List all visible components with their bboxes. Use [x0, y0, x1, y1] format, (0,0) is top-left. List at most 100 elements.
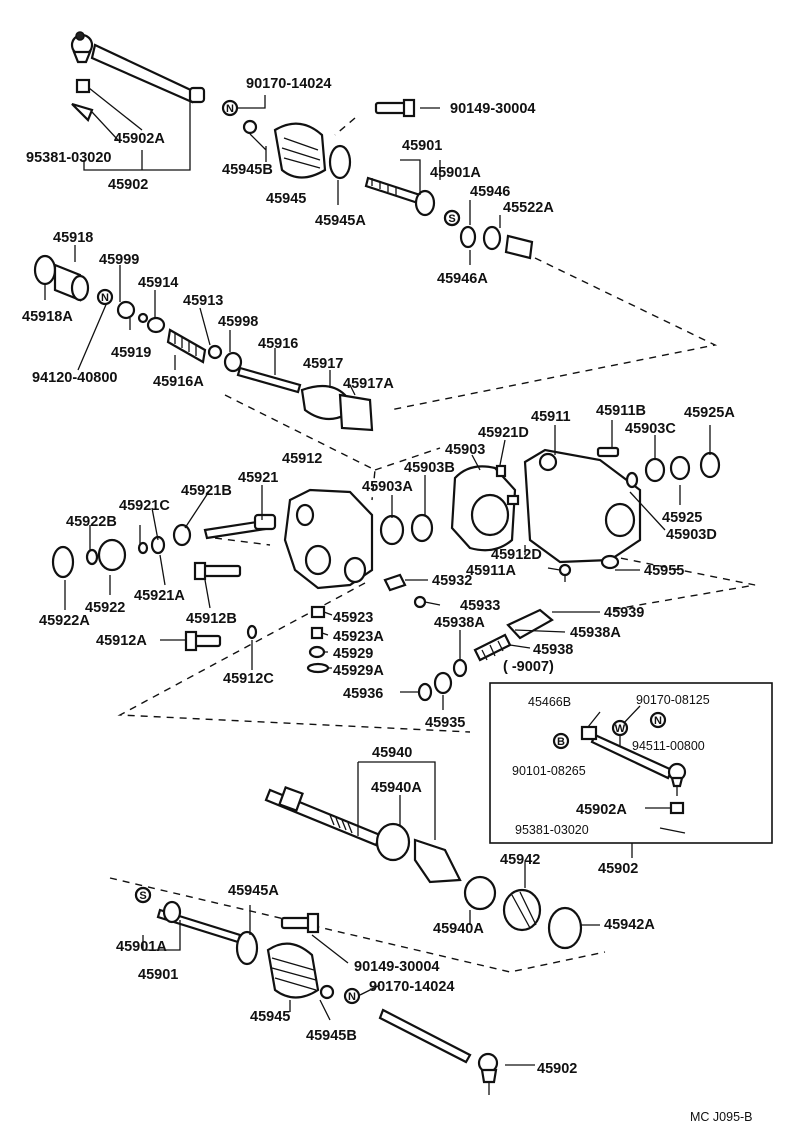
part-label: 45902	[598, 861, 638, 877]
nut-symbol-1-letter: N	[226, 103, 234, 115]
part-label: 90101-08265	[512, 764, 586, 778]
part-label: 45999	[99, 252, 139, 268]
part-label: 45935	[425, 715, 465, 731]
part-label: 45901	[138, 967, 178, 983]
part-label: 45916A	[153, 374, 204, 390]
washer-symbol	[611, 719, 629, 737]
part-label: 45932	[432, 573, 472, 589]
part-label: 45522A	[503, 200, 554, 216]
part-label: 90149-30004	[354, 959, 439, 975]
part-label: 45911B	[596, 403, 646, 419]
part-label: 45913	[183, 293, 223, 309]
part-label: 45925	[662, 510, 702, 526]
nut-symbol-2	[96, 288, 114, 306]
part-label: 45903A	[362, 479, 413, 495]
part-label: 45912C	[223, 671, 274, 687]
part-label: 45945	[266, 191, 306, 207]
tie-rod-end-top	[70, 31, 206, 171]
part-label: 94511-00800	[632, 739, 705, 753]
nut-symbol-3	[649, 711, 667, 729]
part-label: 45929A	[333, 663, 384, 679]
part-label: 45938A	[434, 615, 485, 631]
part-label: 45942	[500, 852, 540, 868]
part-label: 95381-03020	[26, 150, 111, 166]
part-label: 45923	[333, 610, 373, 626]
part-label: 45946A	[437, 271, 488, 287]
part-label: 45912B	[186, 611, 237, 627]
part-label: 45945A	[228, 883, 279, 899]
s-symbol-2-letter: S	[139, 890, 146, 902]
nut-symbol-1	[221, 99, 239, 117]
part-label: 45921B	[181, 483, 232, 499]
part-label: 45925A	[684, 405, 735, 421]
part-label: 45466B	[528, 695, 571, 709]
part-label: 45922B	[66, 514, 117, 530]
gear-housing-left	[51, 485, 374, 670]
part-label: 94120-40800	[32, 370, 117, 386]
part-labels: 90170-14024 90149-30004 45902A 95381-030…	[22, 76, 735, 1077]
boot-assembly-top	[232, 95, 534, 265]
bolt-symbol-letter: B	[557, 736, 565, 748]
nut-symbol-4	[343, 987, 361, 1005]
part-label: 45945B	[222, 162, 273, 178]
part-label: 45903B	[404, 460, 455, 476]
part-label: 45939	[604, 605, 644, 621]
part-label: 90149-30004	[450, 101, 535, 117]
part-label: 45921D	[478, 425, 529, 441]
part-label: 45921C	[119, 498, 170, 514]
adjuster-small-parts	[306, 573, 600, 710]
part-label: 45940A	[371, 780, 422, 796]
part-label: 45912	[282, 451, 322, 467]
part-label: 45929	[333, 646, 373, 662]
boot-assembly-bottom	[134, 886, 535, 1095]
part-label: 45940	[372, 745, 412, 761]
assembly-guides	[109, 117, 756, 973]
part-label: 45901A	[430, 165, 481, 181]
part-label: 45998	[218, 314, 258, 330]
part-label: 95381-03020	[515, 823, 589, 837]
part-label: 45942A	[604, 917, 655, 933]
nut-symbol-2-letter: N	[101, 292, 109, 304]
gear-housing-right	[379, 420, 721, 582]
part-label: 45938A	[570, 625, 621, 641]
s-symbol-1	[443, 209, 461, 227]
part-label: 45917	[303, 356, 343, 372]
part-label: 45946	[470, 184, 510, 200]
part-label: 45902	[108, 177, 148, 193]
footer-code: MC J095-B	[690, 1110, 753, 1124]
part-label: 45918	[53, 230, 93, 246]
part-label: 45922A	[39, 613, 90, 629]
part-label: 45955	[644, 563, 684, 579]
part-label: 45901	[402, 138, 442, 154]
upper-left-parts	[33, 245, 374, 432]
part-label: 45912D	[491, 547, 542, 563]
part-label: 90170-14024	[369, 979, 454, 995]
part-label: 45911	[531, 409, 571, 425]
part-label: 45903	[445, 442, 485, 458]
part-label: 45921	[238, 470, 278, 486]
part-label: 90170-08125	[636, 693, 710, 707]
s-symbol-2	[134, 886, 152, 904]
part-label: 90170-14024	[246, 76, 331, 92]
nut-symbol-4-letter: N	[348, 991, 356, 1003]
part-label: 45922	[85, 600, 125, 616]
part-label: 45940A	[433, 921, 484, 937]
part-label: 45918A	[22, 309, 73, 325]
part-label: 45916	[258, 336, 298, 352]
part-label: 45917A	[343, 376, 394, 392]
part-label: 45912A	[96, 633, 147, 649]
part-label: 45945B	[306, 1028, 357, 1044]
part-label: ( -9007)	[503, 659, 554, 675]
part-label: 45914	[138, 275, 178, 291]
part-label: 45902A	[576, 802, 627, 818]
part-label: 45945	[250, 1009, 290, 1025]
part-label: 45923A	[333, 629, 384, 645]
part-label: 45936	[343, 686, 383, 702]
part-label: 45902A	[114, 131, 165, 147]
part-label: 45919	[111, 345, 151, 361]
part-label: 45921A	[134, 588, 185, 604]
part-label: 45903C	[625, 421, 676, 437]
circled-symbols: N N S S N W B N	[96, 99, 667, 1005]
